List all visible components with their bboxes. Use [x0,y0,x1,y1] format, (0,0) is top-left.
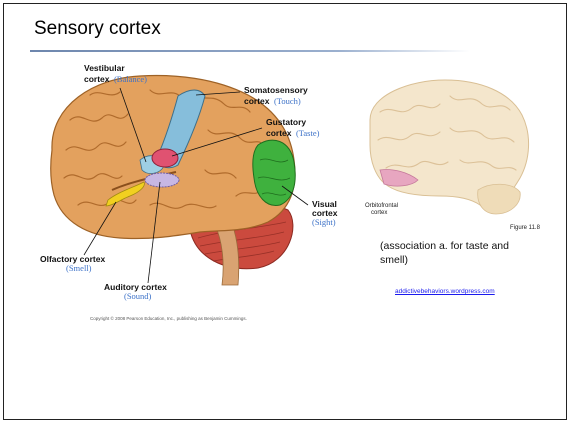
somatosensory-label: Somatosensory cortex (Touch) [244,86,308,106]
right-cerebellum [478,184,521,214]
orbitofrontal-label: Orbitofrontal cortex [365,203,398,217]
olfactory-label: Olfactory cortex (Smell) [40,255,105,273]
gustatory-label: Gustatory cortex (Taste) [266,118,319,138]
visual-label: Visual cortex (Sight) [312,200,338,227]
gustatory-region [152,149,178,167]
auditory-region [145,173,179,187]
auditory-label: Auditory cortex (Sound) [104,283,167,301]
right-brain-diagram [370,80,529,214]
visual-cortex-region [253,140,295,205]
figure-label: Figure 11.8 [510,225,540,231]
association-note: (association a. for taste and smell) [380,239,510,267]
source-link[interactable]: addictivebehaviors.wordpress.com [395,288,495,295]
copyright-text: Copyright © 2008 Pearson Education, Inc.… [90,316,247,321]
vestibular-label: Vestibular cortex (Balance) [84,64,147,84]
